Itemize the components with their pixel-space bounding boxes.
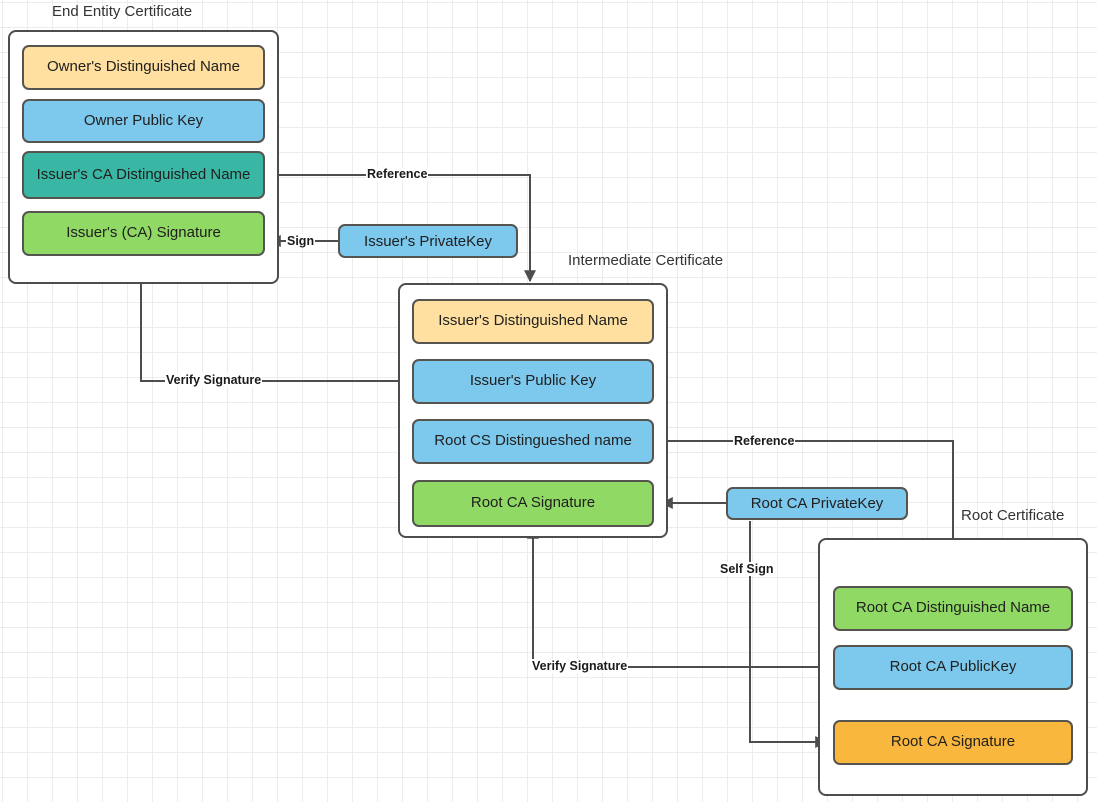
edge-label-verify-signature-bottom: Verify Signature [531, 659, 629, 673]
end-entity-issuer-ca-signature[interactable]: Issuer's (CA) Signature [22, 211, 265, 256]
edge-label-reference-bottom: Reference [733, 434, 796, 448]
issuers-privatekey-box[interactable]: Issuer's PrivateKey [338, 224, 518, 258]
intermediate-root-ca-signature[interactable]: Root CA Signature [412, 480, 654, 527]
end-entity-issuer-ca-distinguished-name[interactable]: Issuer's CA Distinguished Name [22, 151, 265, 199]
edge-verify-signature-bottom [527, 526, 833, 668]
root-ca-distinguished-name[interactable]: Root CA Distinguished Name [833, 586, 1073, 631]
intermediate-root-cs-distingueshed-name[interactable]: Root CS Distingueshed name [412, 419, 654, 464]
root-ca-publickey[interactable]: Root CA PublicKey [833, 645, 1073, 690]
edge-label-verify-signature-top: Verify Signature [165, 373, 263, 387]
edge-label-sign: Sign [286, 234, 316, 248]
intermediate-issuer-public-key[interactable]: Issuer's Public Key [412, 359, 654, 404]
end-entity-certificate-title: End Entity Certificate [52, 3, 193, 20]
edge-label-reference-top: Reference [366, 167, 429, 181]
edge-label-self-sign: Self Sign [719, 562, 775, 576]
root-ca-signature[interactable]: Root CA Signature [833, 720, 1073, 765]
end-entity-owner-distinguished-name[interactable]: Owner's Distinguished Name [22, 45, 265, 90]
intermediate-issuer-distinguished-name[interactable]: Issuer's Distinguished Name [412, 299, 654, 344]
edge-self-sign [749, 521, 828, 748]
root-ca-privatekey-box[interactable]: Root CA PrivateKey [726, 487, 908, 520]
intermediate-certificate-title: Intermediate Certificate [568, 252, 724, 269]
root-certificate-title: Root Certificate [961, 507, 1065, 524]
end-entity-owner-public-key[interactable]: Owner Public Key [22, 99, 265, 143]
